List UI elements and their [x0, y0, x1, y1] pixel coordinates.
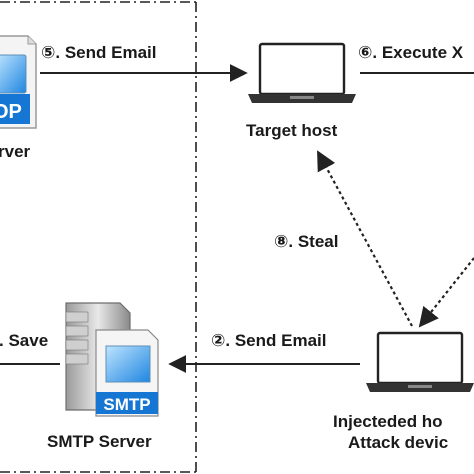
edge-label-execute: ⑥. Execute X — [358, 43, 464, 62]
smtp-server-icon — [65, 302, 159, 417]
arrow-attack-in — [418, 257, 474, 328]
injected-host-label-line2: Attack devic — [348, 433, 449, 452]
smtp-server-label: SMTP Server — [47, 432, 152, 451]
arrow-steal — [317, 150, 413, 327]
target-host-label: Target host — [246, 121, 338, 140]
pop-server-icon — [0, 35, 37, 129]
pop-server-label: rver — [0, 142, 31, 161]
edge-label-steal: ⑧. Steal — [274, 232, 339, 251]
injected-host-label-line1: Injecteded ho — [333, 412, 443, 431]
edge-label-send-email-bottom: ②. Send Email — [211, 331, 327, 350]
pop-icon-text: OP — [0, 101, 22, 123]
edge-label-send-email-top: ⑤. Send Email — [41, 43, 157, 62]
edge-label-save: . Save — [0, 331, 49, 350]
smtp-badge: SMTP — [103, 395, 150, 414]
target-host-laptop-icon — [248, 42, 356, 103]
injected-host-laptop-icon — [366, 331, 474, 392]
zone-boundary — [0, 1, 197, 473]
